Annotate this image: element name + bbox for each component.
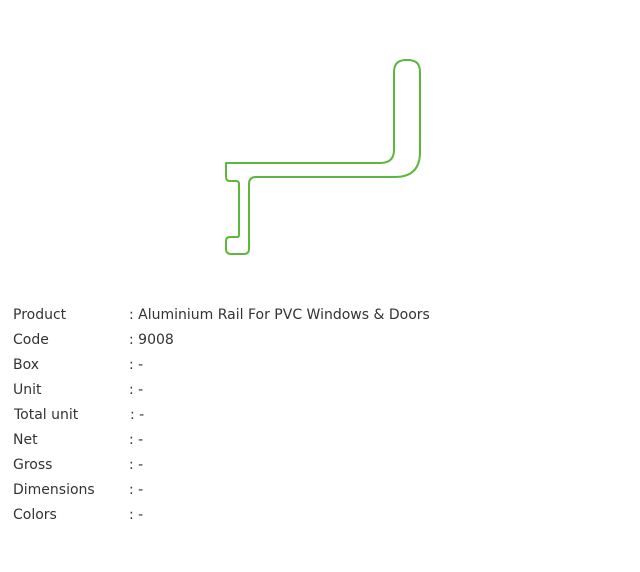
spec-row-unit: Unit : - — [13, 380, 623, 405]
spec-label: Net — [13, 432, 38, 448]
spec-label: Product — [13, 307, 67, 323]
spec-row-box: Box : - — [13, 355, 623, 380]
spec-value: : - — [129, 457, 144, 473]
spec-row-product: Product : Aluminium Rail For PVC Windows… — [13, 305, 623, 330]
spec-row-net: Net : - — [13, 430, 623, 455]
product-image — [225, 59, 421, 255]
spec-label: Box — [13, 357, 40, 373]
spec-value: : - — [129, 507, 144, 523]
spec-label: Dimensions — [13, 482, 95, 498]
spec-value: : - — [129, 382, 144, 398]
spec-row-code: Code : 9008 — [13, 330, 623, 355]
rail-profile-outline — [225, 59, 421, 255]
spec-label: Code — [13, 332, 49, 348]
product-specs-list: Product : Aluminium Rail For PVC Windows… — [13, 305, 623, 530]
spec-row-gross: Gross : - — [13, 455, 623, 480]
spec-label: Colors — [13, 507, 57, 523]
spec-row-colors: Colors : - — [13, 505, 623, 530]
spec-value: : 9008 — [129, 332, 174, 348]
spec-label: Total unit — [14, 407, 79, 423]
spec-value: : - — [130, 407, 145, 423]
rail-profile-icon — [225, 59, 421, 255]
spec-value: : Aluminium Rail For PVC Windows & Doors — [129, 307, 430, 323]
spec-row-total-unit: Total unit : - — [13, 405, 623, 430]
spec-label: Unit — [13, 382, 42, 398]
spec-value: : - — [129, 482, 144, 498]
spec-value: : - — [129, 432, 144, 448]
spec-row-dimensions: Dimensions : - — [13, 480, 623, 505]
spec-value: : - — [129, 357, 144, 373]
spec-label: Gross — [13, 457, 53, 473]
